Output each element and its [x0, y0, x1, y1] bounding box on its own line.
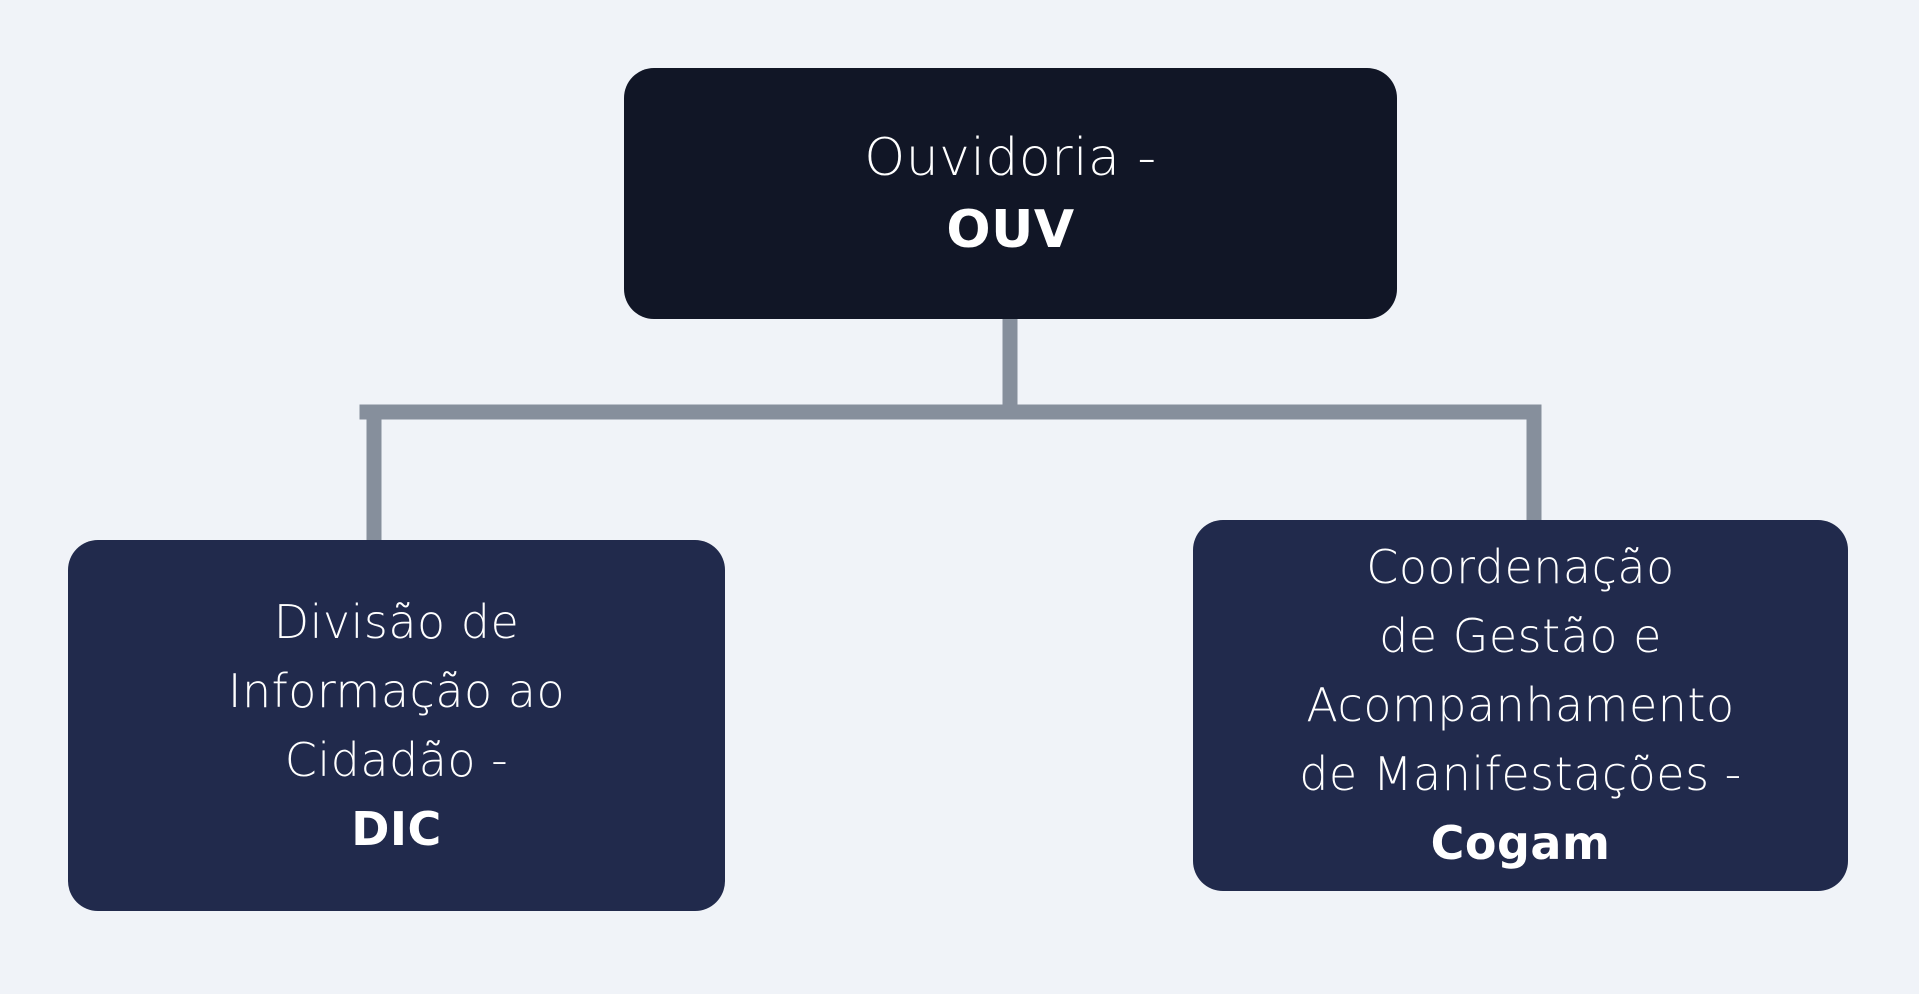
node-dic-abbreviation: DIC: [351, 801, 442, 856]
node-ouvidoria-abbreviation: OUV: [946, 199, 1075, 260]
node-ouvidoria-label: Ouvidoria -: [864, 127, 1157, 188]
node-cogam-label-line: de Manifestações -: [1299, 747, 1742, 801]
node-cogam-abbreviation: Cogam: [1430, 816, 1611, 870]
node-ouvidoria: Ouvidoria - OUV: [624, 68, 1397, 319]
node-cogam: Coordenação de Gestão e Acompanhamento d…: [1193, 520, 1848, 891]
node-cogam-label-line: Coordenação: [1366, 540, 1675, 594]
node-dic-label-line: Cidadão -: [284, 732, 509, 787]
node-dic-label-line: Informação ao: [227, 663, 566, 718]
node-dic: Divisão de Informação ao Cidadão - DIC: [68, 540, 725, 911]
node-cogam-label-line: Acompanhamento: [1306, 678, 1735, 732]
node-dic-label-line: Divisão de: [273, 594, 520, 649]
node-cogam-label-line: de Gestão e: [1379, 609, 1662, 663]
